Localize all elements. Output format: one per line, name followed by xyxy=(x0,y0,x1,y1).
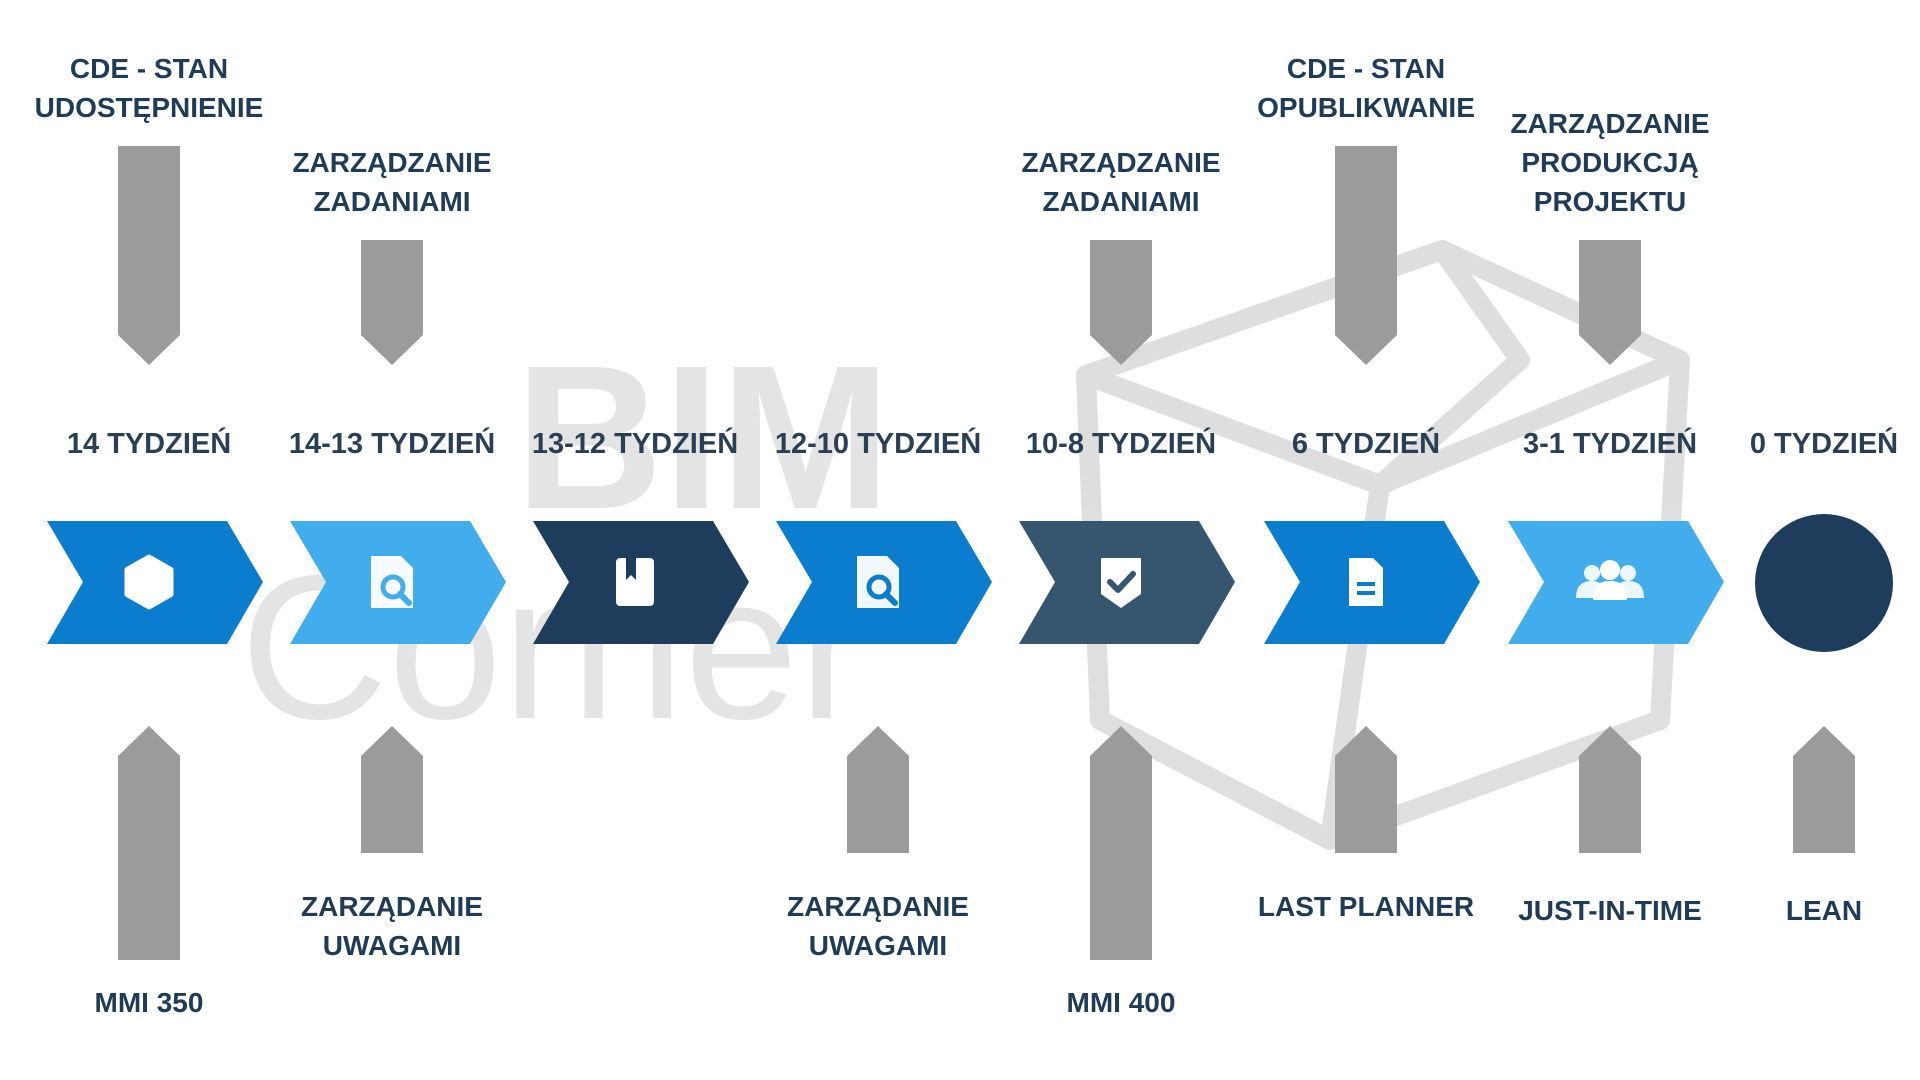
bottom-milestone-label-line: UWAGAMI xyxy=(322,930,462,961)
top-milestone-label-line: CDE - STAN xyxy=(1286,53,1446,84)
top-milestone-label-line: ZADANIAMI xyxy=(313,186,471,217)
bottom-milestone-label-line: ZARZĄDANIE xyxy=(301,891,483,922)
top-milestone-label: ZARZĄDZANIE ZADANIAMI xyxy=(292,143,491,221)
bottom-milestone-label-line: MMI 400 xyxy=(1066,987,1176,1018)
bottom-milestone-label-line: UWAGAMI xyxy=(808,930,948,961)
bottom-connector-arrow xyxy=(1579,726,1641,853)
top-milestone-label-line: ZARZĄDZANIE xyxy=(1510,108,1710,139)
top-milestone-label: ZARZĄDZANIE ZADANIAMI xyxy=(1021,143,1220,221)
top-milestone-label-line: ZADANIAMI xyxy=(1042,186,1200,217)
top-connector-arrow xyxy=(1579,240,1641,365)
top-milestone-label: CDE - STAN OPUBLIKWANIE xyxy=(1257,49,1475,127)
top-milestone-label-line: PRODUKCJĄ xyxy=(1521,147,1699,178)
top-milestone-label-line: PROJEKTU xyxy=(1533,186,1687,217)
top-connector-arrow xyxy=(361,240,423,365)
top-milestone-label: ZARZĄDZANIE PRODUKCJĄ PROJEKTU xyxy=(1510,104,1709,221)
bottom-connector-arrow xyxy=(1335,726,1397,853)
top-milestone-label-line: ZARZĄDZANIE xyxy=(292,147,492,178)
text-document-icon xyxy=(1349,558,1383,606)
top-connector-arrow xyxy=(1090,240,1152,365)
bottom-connector-arrow xyxy=(118,726,180,960)
top-milestone-label-line: UDOSTĘPNIENIE xyxy=(34,92,264,123)
bottom-milestone-label: MMI 350 xyxy=(95,983,204,1022)
top-milestone-label-line: CDE - STAN xyxy=(69,53,229,84)
week-label: 12-10 TYDZIEŃ xyxy=(774,428,982,460)
end-milestone-circle xyxy=(1755,514,1893,652)
bottom-milestone-label: LEAN xyxy=(1786,891,1862,930)
hexagon-icon xyxy=(124,554,174,610)
top-milestone-label: CDE - STAN UDOSTĘPNIENIE xyxy=(35,49,264,127)
bottom-milestone-label-line: JUST-IN-TIME xyxy=(1518,895,1702,926)
user-group-icon xyxy=(1576,560,1644,600)
bottom-connector-arrow xyxy=(1090,726,1152,960)
bottom-milestone-label-line: MMI 350 xyxy=(94,987,204,1018)
week-label: 14 TYDZIEŃ xyxy=(66,428,232,460)
week-label: 6 TYDZIEŃ xyxy=(1291,428,1441,460)
bottom-connector-arrow xyxy=(1793,726,1855,853)
bottom-milestone-label: JUST-IN-TIME xyxy=(1518,891,1702,930)
bottom-connector-arrow xyxy=(847,726,909,853)
week-label: 14-13 TYDZIEŃ xyxy=(288,428,496,460)
top-connector-arrow xyxy=(118,146,180,365)
week-label: 10-8 TYDZIEŃ xyxy=(1025,428,1217,460)
bottom-milestone-label: LAST PLANNER xyxy=(1258,887,1474,926)
week-label: 13-12 TYDZIEŃ xyxy=(531,428,739,460)
top-milestone-label-line: OPUBLIKWANIE xyxy=(1257,92,1475,123)
week-label: 3-1 TYDZIEŃ xyxy=(1522,428,1698,460)
check-badge-icon xyxy=(1101,558,1141,608)
watermark-text-bim: BIM xyxy=(515,323,891,552)
top-milestone-label-line: ZARZĄDZANIE xyxy=(1021,147,1221,178)
bottom-milestone-label: ZARZĄDANIE UWAGAMI xyxy=(787,887,969,965)
bottom-connector-arrow xyxy=(361,726,423,853)
bottom-milestone-label-line: ZARZĄDANIE xyxy=(787,891,969,922)
bottom-milestone-label-line: LAST PLANNER xyxy=(1257,891,1475,922)
bottom-milestone-label: MMI 400 xyxy=(1067,983,1176,1022)
top-connector-arrow xyxy=(1335,146,1397,365)
document-search-icon xyxy=(371,556,413,608)
week-label: 0 TYDZIEŃ xyxy=(1749,428,1899,460)
bottom-milestone-label-line: LEAN xyxy=(1785,895,1863,926)
bookmark-book-icon xyxy=(616,558,654,606)
bottom-milestone-label: ZARZĄDANIE UWAGAMI xyxy=(301,887,483,965)
document-search-icon xyxy=(857,556,899,608)
